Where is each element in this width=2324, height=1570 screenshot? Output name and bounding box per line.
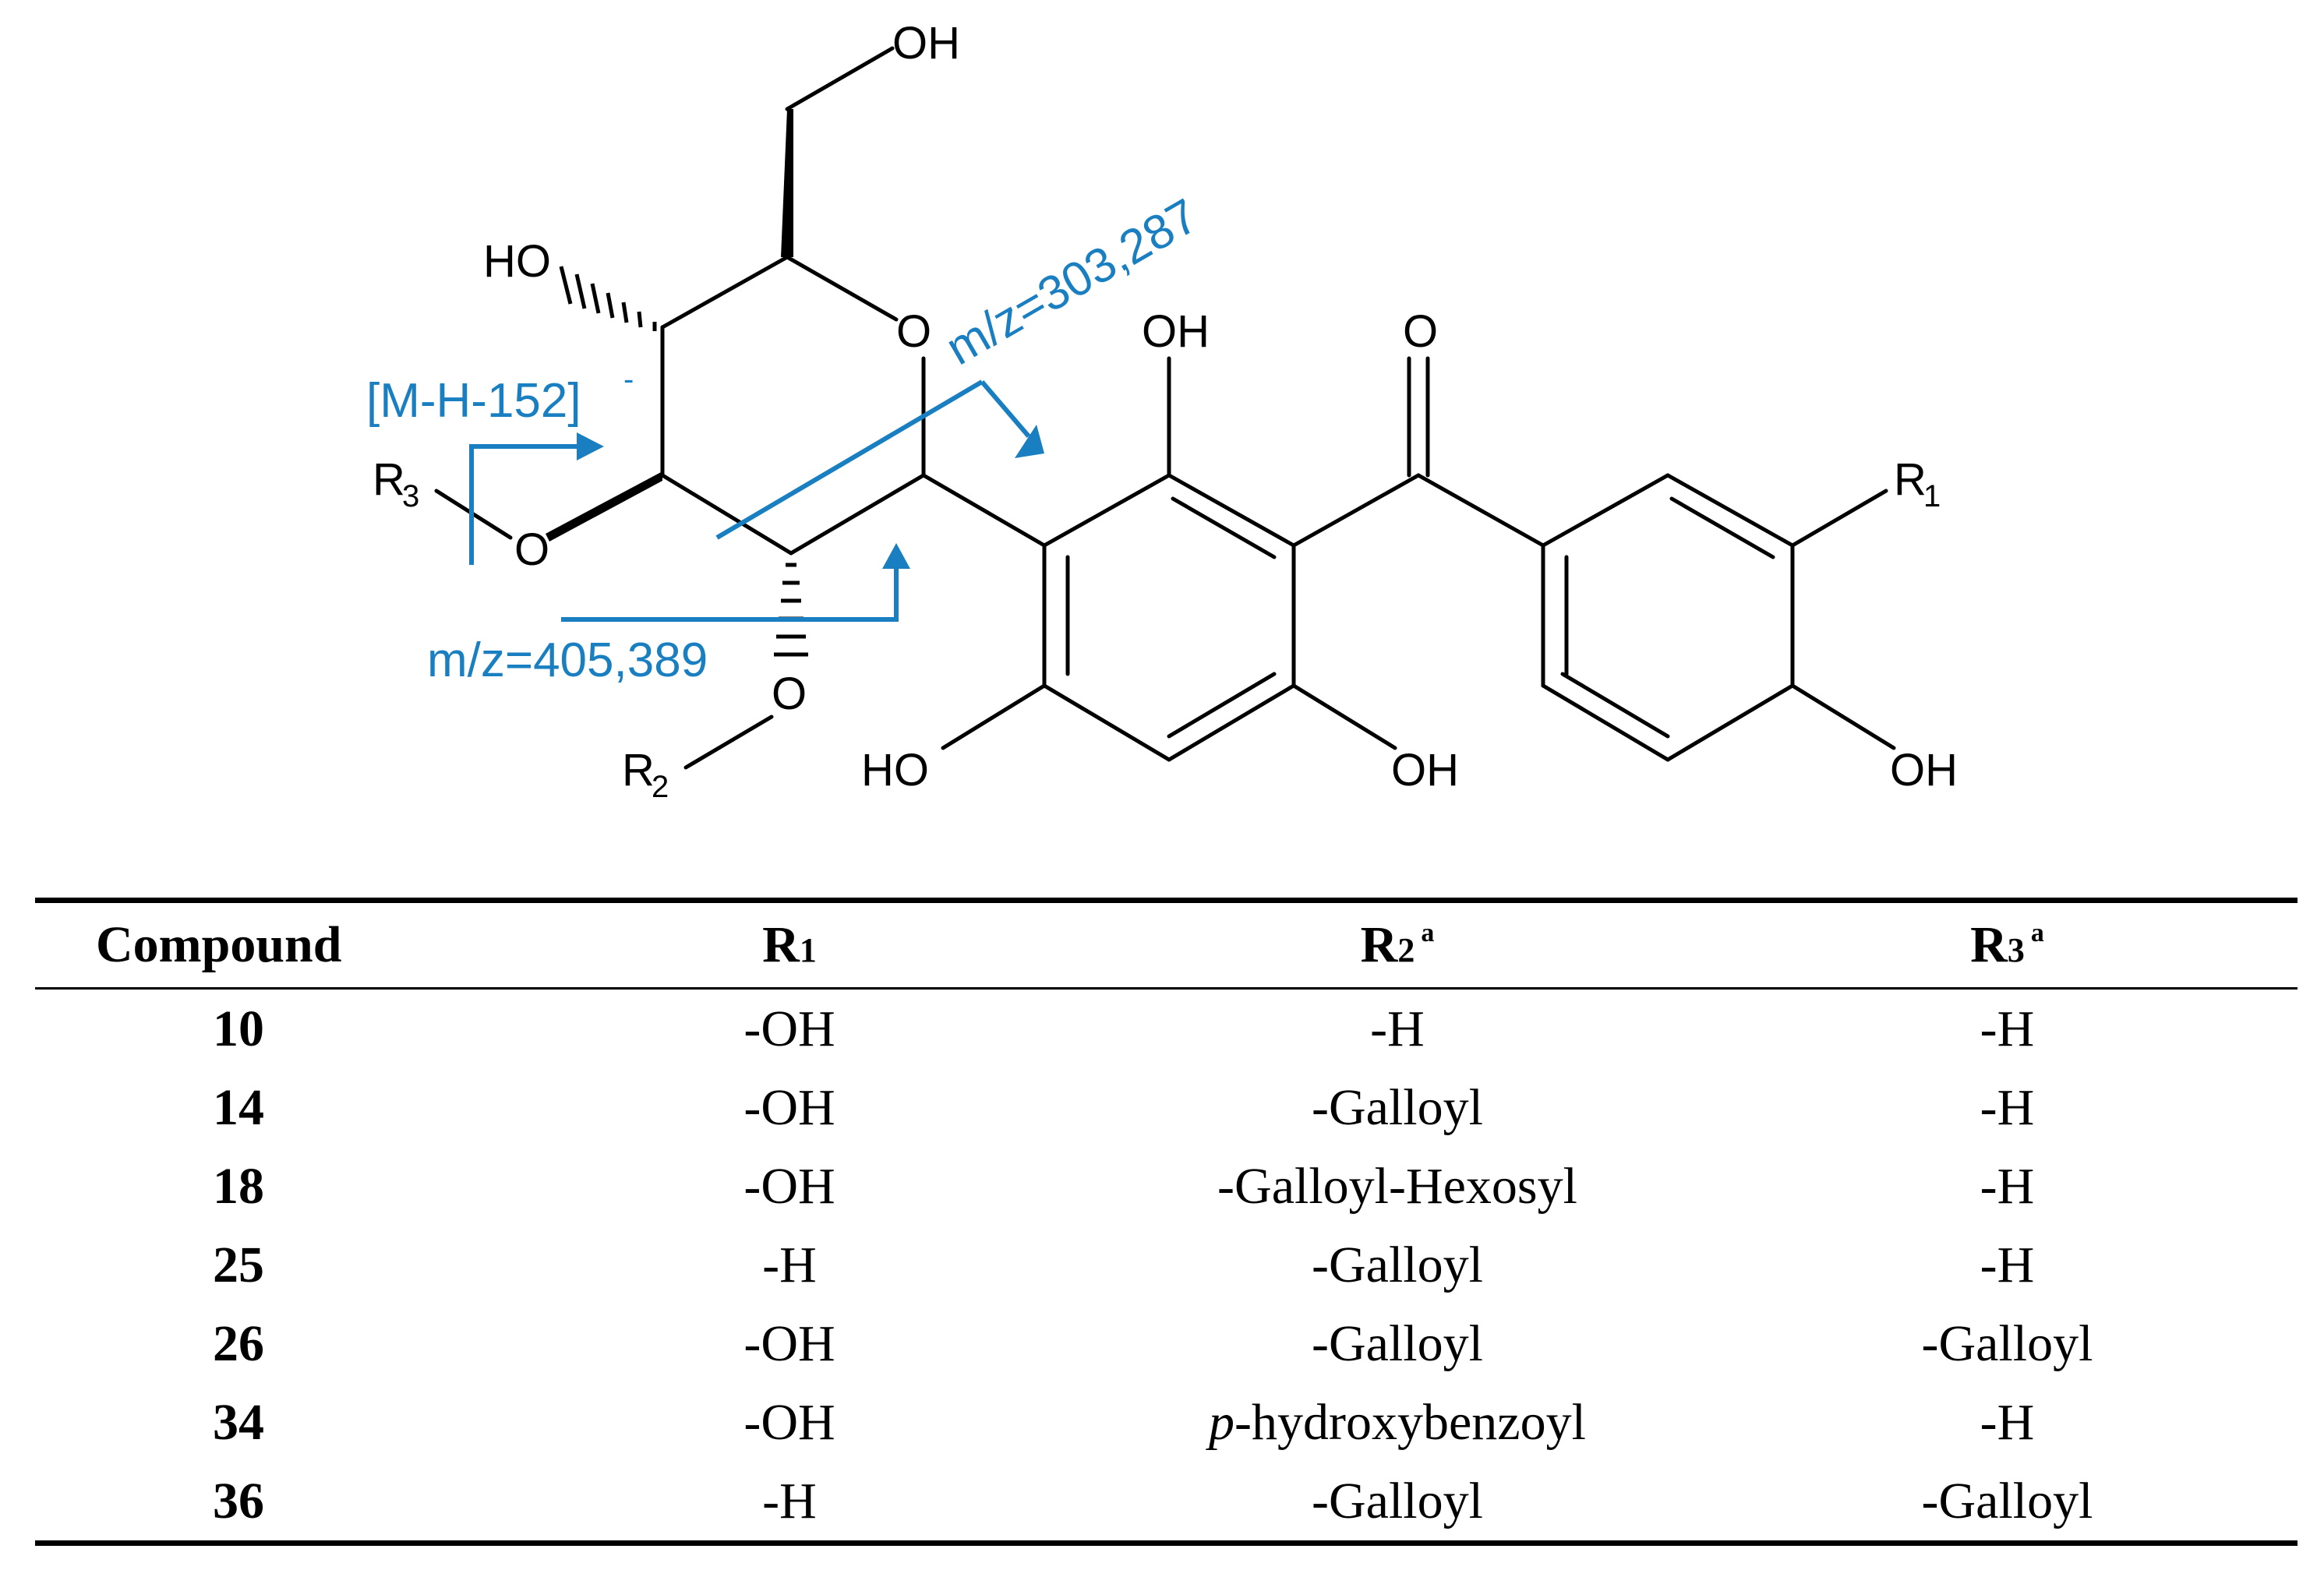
cell-r2: p-hydroxybenzoyl [1209, 1393, 1586, 1451]
cell-r1: -OH [743, 1078, 835, 1136]
cell-r2: -H [1370, 1000, 1425, 1057]
table-row: 14 -OH -Galloyl -H [35, 1068, 2298, 1147]
wedge-bond-o-r3 [546, 471, 662, 542]
header-r1: R1 [762, 916, 817, 973]
cell-r3: -H [1980, 1157, 2035, 1215]
atom-oh-top: OH [892, 18, 960, 69]
cell-r2: -Galloyl [1312, 1236, 1483, 1293]
atom-o-r2: O [772, 669, 807, 719]
atom-r2-sub: 2 [652, 770, 669, 804]
atom-r1-sub: 1 [1923, 479, 1941, 513]
aromatic-ring-a [941, 356, 1545, 762]
cell-r1: -H [762, 1236, 817, 1293]
table-row: 34 -OH p-hydroxybenzoyl -H [35, 1383, 2298, 1462]
cell-compound: 26 [213, 1314, 264, 1372]
cell-r2: -Galloyl [1312, 1314, 1483, 1372]
cell-compound: 34 [213, 1393, 264, 1451]
atom-r3: R [373, 454, 405, 505]
fragment-label-m-h-152-sup: - [623, 362, 634, 397]
atom-ring-o: O [896, 306, 931, 357]
cell-r3: -H [1980, 1078, 2035, 1136]
cell-r1: -OH [743, 1314, 835, 1372]
table-row: 36 -H -Galloyl -Galloyl [35, 1462, 2298, 1544]
atom-r3-sub: 3 [402, 479, 419, 513]
atom-oh-upper: OH [1142, 306, 1210, 357]
cell-r1: -OH [743, 1393, 835, 1451]
sugar-ring-bonds [434, 46, 1047, 770]
table-row: 25 -H -Galloyl -H [35, 1226, 2298, 1304]
cell-compound: 14 [213, 1078, 264, 1136]
atom-oh-bottom-mid: OH [1391, 745, 1459, 796]
cell-r3: -H [1980, 1000, 2035, 1057]
table-row: 10 -OH -H -H [35, 989, 2298, 1069]
cell-compound: 10 [213, 1000, 264, 1057]
wedge-bond-ch2 [781, 109, 793, 257]
chemical-structure: OH HO O OH O R 1 R 3 O O R 2 HO OH OH m/… [366, 18, 1958, 804]
cell-r1: -OH [743, 1000, 835, 1057]
table-row: 18 -OH -Galloyl-Hexosyl -H [35, 1147, 2298, 1226]
atom-ho-bottom: HO [861, 745, 929, 796]
hashed-bond-o-r2 [774, 563, 808, 657]
table-row: 26 -OH -Galloyl -Galloyl [35, 1304, 2298, 1383]
hashed-bond-ho [559, 266, 657, 331]
cell-r3: -Galloyl [1921, 1314, 2093, 1372]
cell-r3: -H [1980, 1236, 2035, 1293]
cell-r2: -Galloyl [1312, 1472, 1483, 1529]
cell-r3: -Galloyl [1921, 1472, 2093, 1529]
cell-r2: -Galloyl [1312, 1078, 1483, 1136]
cell-compound: 25 [213, 1236, 264, 1293]
cell-r3: -H [1980, 1393, 2035, 1451]
atom-oh-bottom-right: OH [1890, 745, 1958, 796]
cell-r1: -H [762, 1472, 817, 1529]
fragment-label-m-h-152: [M-H-152] [366, 374, 581, 428]
fragmentation-lines [469, 379, 1044, 622]
fragment-label-mz-405: m/z=405,389 [427, 633, 708, 687]
atom-carbonyl-o: O [1403, 306, 1438, 357]
atom-ho-left: HO [483, 236, 551, 287]
cell-r1: -OH [743, 1157, 835, 1215]
aromatic-ring-b [1541, 473, 1896, 762]
atom-o-r3: O [514, 524, 549, 575]
header-compound: Compound [96, 916, 342, 973]
atom-r1: R [1894, 454, 1927, 505]
atom-r2: R [622, 745, 655, 796]
cell-compound: 18 [213, 1157, 264, 1215]
cell-compound: 36 [213, 1472, 264, 1529]
cell-r2: -Galloyl-Hexosyl [1217, 1157, 1577, 1215]
